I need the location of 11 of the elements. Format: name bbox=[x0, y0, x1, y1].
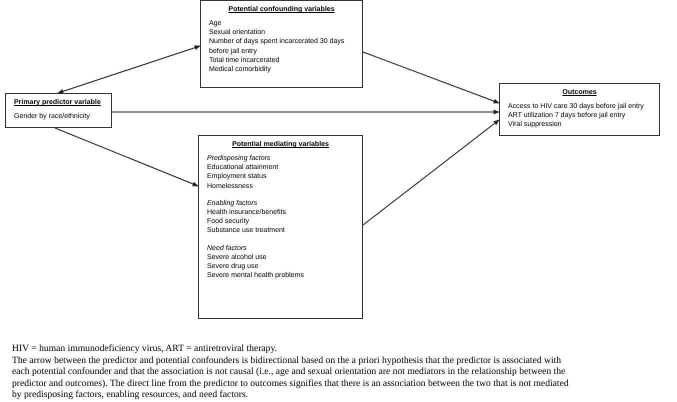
arrow bbox=[57, 45, 201, 94]
arrow bbox=[362, 52, 500, 104]
variable-box bbox=[200, 0, 363, 88]
arrow bbox=[112, 110, 500, 114]
arrow bbox=[362, 120, 500, 226]
variable-box bbox=[5, 93, 112, 128]
footnote-text: The arrow between the predictor and potential confounders is bidirectional based on the a priori hypothesis that the predictor is associated with each potential confounder and that the association is not causal (i.e., age and sexual orientation are not mediators in the relationship between the predictor and outcomes). The direct line from the predictor to outcomes signifies that there is an association between the two that is not mediated by predisposing factors, enabling resources, and need factors. bbox=[12, 354, 570, 400]
variable-box bbox=[198, 135, 363, 319]
variable-box bbox=[499, 83, 660, 136]
footnote-text: HIV = human immunodeficiency virus, ART = antiretroviral therapy. bbox=[12, 343, 278, 354]
arrow bbox=[54, 128, 199, 186]
